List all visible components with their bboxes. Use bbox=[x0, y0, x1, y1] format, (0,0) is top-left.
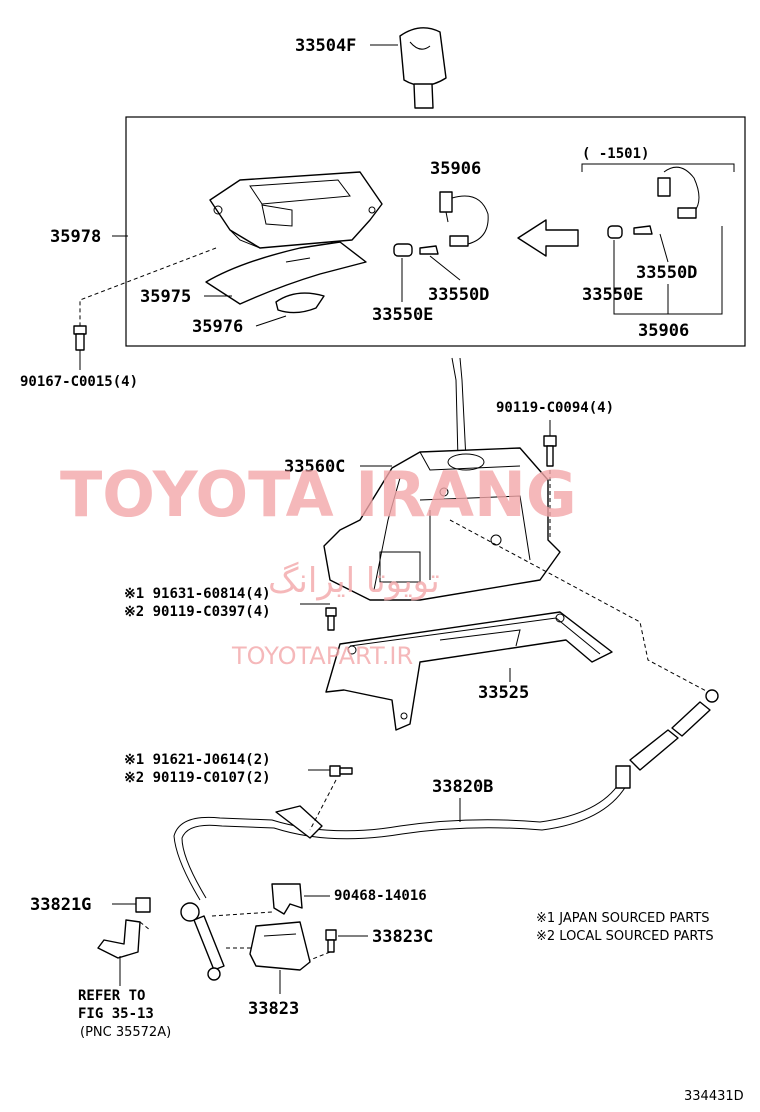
bolt-small-drawing bbox=[325, 929, 337, 953]
label-bolt-cable2: ※2 90119-C0107(2) bbox=[124, 770, 271, 786]
label-bulb-e-right: 33550E bbox=[582, 285, 643, 305]
label-shift-lever: 33560C bbox=[284, 457, 345, 477]
label-clip: 90468-14016 bbox=[334, 888, 427, 904]
bolt-alt-drawing bbox=[325, 607, 337, 631]
bolt-right-drawing bbox=[543, 435, 557, 467]
clip-drawing bbox=[271, 883, 303, 915]
label-refer-3: (PNC 35572A) bbox=[80, 1025, 171, 1040]
label-nut: 33821G bbox=[30, 895, 91, 915]
bulb-d-left-drawing bbox=[419, 245, 439, 255]
label-bolt-small: 33823C bbox=[372, 927, 433, 947]
wire-harness-left-drawing bbox=[439, 191, 489, 247]
label-bracket: 33525 bbox=[478, 683, 529, 703]
label-bulb-d-left: 33550D bbox=[428, 285, 489, 305]
watermark-main: TOYOTA IRANG bbox=[60, 458, 577, 531]
upper-assembly-frame bbox=[125, 116, 746, 347]
watermark-site: TOYOTAPART.IR bbox=[231, 642, 413, 670]
bulb-e-left-drawing bbox=[393, 243, 413, 257]
label-housing-cover: 35978 bbox=[50, 227, 101, 247]
label-plate: 35975 bbox=[140, 287, 191, 307]
bolt-cable-drawing bbox=[329, 765, 353, 777]
direction-arrow-icon bbox=[517, 219, 579, 257]
screw-left-drawing bbox=[73, 325, 87, 351]
note-local: ※2 LOCAL SOURCED PARTS bbox=[536, 929, 714, 944]
nut-drawing bbox=[135, 897, 151, 913]
bulb-e-right-drawing bbox=[607, 225, 623, 239]
label-refer-1: REFER TO bbox=[78, 988, 145, 1004]
label-bulb-e-left: 33550E bbox=[372, 305, 433, 325]
bulb-d-right-drawing bbox=[633, 225, 653, 235]
label-bolt-alt1: ※1 91631-60814(4) bbox=[124, 586, 271, 602]
label-bolt-alt2: ※2 90119-C0397(4) bbox=[124, 604, 271, 620]
label-refer-2: FIG 35-13 bbox=[78, 1006, 154, 1022]
label-bolt-cable1: ※1 91621-J0614(2) bbox=[124, 752, 271, 768]
label-wire-top: 35906 bbox=[430, 159, 481, 179]
figure-id: 334431D bbox=[684, 1089, 744, 1104]
note-japan: ※1 JAPAN SOURCED PARTS bbox=[536, 911, 710, 926]
shift-knob-drawing bbox=[399, 27, 447, 109]
label-date-range: ( -1501) bbox=[582, 146, 649, 162]
retainer-drawing bbox=[249, 921, 311, 971]
label-screw-left: 90167-C0015(4) bbox=[20, 374, 138, 390]
shift-lever-drawing bbox=[323, 357, 561, 601]
label-pad: 35976 bbox=[192, 317, 243, 337]
wire-harness-right-drawing bbox=[657, 166, 700, 219]
watermark-arabic: تویوتا ایرانگ bbox=[268, 561, 440, 601]
label-cable: 33820B bbox=[432, 777, 493, 797]
refer-bracket-drawing bbox=[97, 919, 141, 959]
housing-cover-drawing bbox=[209, 171, 383, 249]
label-retainer: 33823 bbox=[248, 999, 299, 1019]
label-wire-right: 35906 bbox=[638, 321, 689, 341]
label-knob: 33504F bbox=[295, 36, 356, 56]
label-bolt-right: 90119-C0094(4) bbox=[496, 400, 614, 416]
pad-drawing bbox=[275, 292, 325, 314]
plate-drawing bbox=[205, 241, 367, 305]
label-bulb-d-right: 33550D bbox=[636, 263, 697, 283]
bracket-drawing bbox=[325, 611, 613, 731]
